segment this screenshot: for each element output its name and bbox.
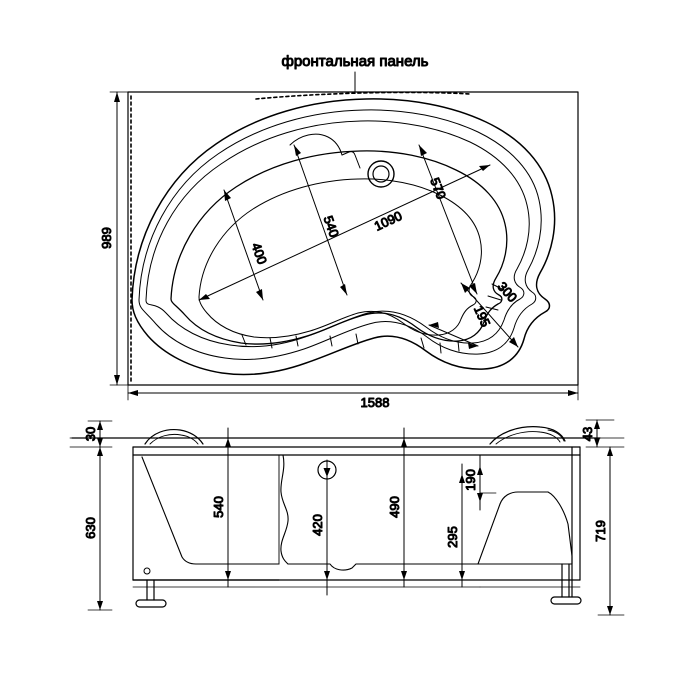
bowl-wave-line [280, 454, 289, 565]
right-wall-profile [547, 491, 573, 565]
seat-shelf-ribs [241, 334, 299, 349]
tub-body-front [132, 454, 581, 581]
dim-540-front-label: 540 [211, 496, 226, 518]
left-headrest-front [144, 428, 204, 445]
right-headrest-inner [495, 431, 561, 445]
dim-30-label: 30 [83, 427, 98, 441]
right-adjustable-leg [550, 563, 582, 605]
dim-1588: 1588 [127, 384, 579, 411]
dim-719: 719 [593, 446, 625, 616]
seat-shelf-ribs-2 [329, 333, 359, 347]
dim-190-front: 190 [461, 454, 497, 511]
tub-outer-contour [131, 98, 556, 376]
dim-1588-label: 1588 [361, 395, 390, 410]
dim-400-plan-label: 400 [249, 241, 270, 266]
dim-300-plan: 300 [460, 278, 521, 348]
right-headrest-front [489, 426, 566, 445]
tub-inner-bowl-edge [170, 150, 508, 345]
dim-570-plan: 570 [418, 144, 478, 295]
dim-989-label: 989 [99, 227, 114, 249]
bowl-left-wall-profile [141, 456, 280, 565]
dim-490-front: 490 [387, 427, 407, 588]
panel-screw-hole [143, 567, 151, 575]
left-adjustable-leg [135, 579, 167, 608]
dim-989: 989 [99, 91, 133, 386]
right-step-profile [477, 491, 549, 565]
bowl-floor-front [287, 563, 479, 571]
dim-295-front-label: 295 [445, 526, 460, 548]
dim-630: 630 [83, 446, 113, 611]
dim-630-label: 630 [83, 517, 98, 539]
drain-hole-top-view [367, 160, 395, 188]
front-rim-plate [71, 437, 601, 456]
dim-1090-label: 1090 [372, 208, 405, 234]
dim-195-plan-label: 195 [471, 303, 494, 329]
tub-rim-contour-2 [145, 120, 530, 348]
dim-1090: 1090 [198, 164, 491, 301]
right-step-ribs [485, 283, 505, 311]
dim-30: 30 [69, 420, 113, 448]
left-headrest-inner [149, 433, 199, 445]
dim-490-front-label: 490 [387, 496, 402, 518]
dim-43: 43 [580, 419, 625, 448]
dim-43-label: 43 [580, 427, 595, 441]
dim-295-front: 295 [445, 463, 465, 588]
right-lower-ribs [420, 337, 460, 354]
right-headrest-detail [547, 429, 565, 442]
dim-540-front: 540 [211, 427, 231, 588]
dim-420-front: 420 [310, 459, 330, 596]
dim-540-plan: 540 [293, 144, 348, 296]
dim-719-label: 719 [593, 520, 608, 542]
tub-rim-contour-1 [138, 109, 542, 361]
dim-190-front-label: 190 [463, 469, 478, 491]
dim-420-front-label: 420 [310, 514, 325, 536]
dim-400-plan: 400 [223, 189, 270, 301]
page-title: фронтальная панель [282, 53, 429, 70]
dim-570-plan-label: 570 [427, 176, 449, 202]
front-view-witness-lines [69, 437, 625, 588]
headrest-notch [289, 133, 343, 156]
headrest-notch-edge [341, 151, 361, 169]
dim-540-plan-label: 540 [321, 214, 342, 239]
tub-bowl-bottom [198, 178, 482, 339]
front-panel-edge-top-dashed [255, 91, 471, 100]
